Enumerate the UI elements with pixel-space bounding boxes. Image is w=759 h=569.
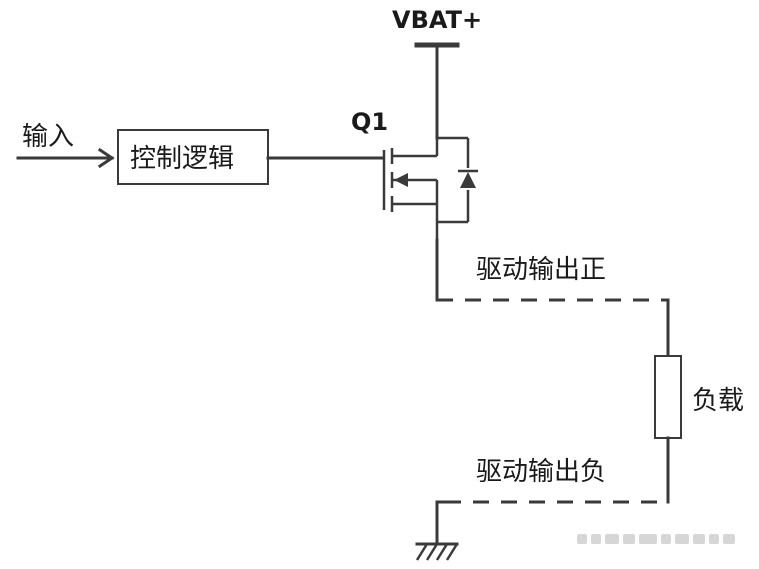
mosfet-icon: [382, 136, 470, 240]
ground-icon: [415, 500, 459, 561]
load-label: 负载: [692, 386, 744, 416]
q1-label: Q1: [351, 108, 388, 136]
control-logic-box: [117, 129, 269, 185]
drive-out-neg-label: 驱动输出负: [476, 457, 606, 487]
diode-icon: [458, 169, 478, 188]
drive-out-pos-label: 驱动输出正: [476, 255, 606, 285]
vbat-label: VBAT+: [392, 6, 482, 34]
input-arrow-icon: [16, 147, 115, 169]
input-label: 输入: [22, 122, 74, 152]
load-resistor: [654, 355, 682, 439]
control-logic-label: 控制逻辑: [130, 144, 234, 174]
watermark: [577, 534, 735, 544]
